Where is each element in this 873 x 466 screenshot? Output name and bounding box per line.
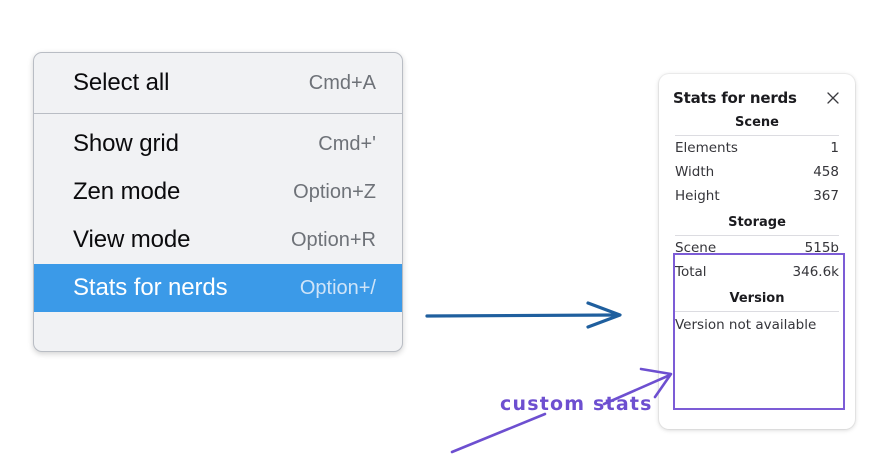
section-heading-version: Version bbox=[729, 291, 785, 306]
menu-item-label: Select all bbox=[73, 69, 170, 96]
stats-for-nerds-panel: Stats for nerds Scene Elements 1 Width 4… bbox=[659, 74, 855, 429]
section-rule bbox=[675, 235, 839, 236]
menu-item-shortcut: Option+R bbox=[290, 228, 376, 251]
stat-key: Height bbox=[675, 188, 720, 204]
stat-value: 515b bbox=[804, 240, 839, 256]
menu-item-zen-mode[interactable]: Zen mode Option+Z bbox=[34, 168, 402, 216]
stat-value: 1 bbox=[830, 140, 839, 156]
menu-item-label: Stats for nerds bbox=[73, 274, 228, 301]
stat-row-height: Height 367 bbox=[673, 184, 841, 208]
stat-key: Width bbox=[675, 164, 715, 180]
menu-item-shortcut: Option+/ bbox=[299, 276, 376, 299]
menu-item-view-mode[interactable]: View mode Option+R bbox=[34, 216, 402, 264]
section-rule bbox=[675, 311, 839, 312]
stats-panel-title: Stats for nerds bbox=[673, 89, 797, 107]
stat-row-storage-scene: Scene 515b bbox=[673, 236, 841, 260]
stat-key: Total bbox=[675, 264, 707, 280]
menu-item-select-all[interactable]: Select all Cmd+A bbox=[34, 59, 402, 107]
menu-item-stats-for-nerds[interactable]: Stats for nerds Option+/ bbox=[34, 264, 402, 312]
section-rule bbox=[675, 135, 839, 136]
menu-separator bbox=[34, 113, 402, 114]
close-icon[interactable] bbox=[825, 90, 841, 106]
blue-arrow bbox=[425, 301, 622, 329]
annotation-label-custom-stats: custom stats bbox=[500, 393, 653, 415]
stat-row-width: Width 458 bbox=[673, 160, 841, 184]
stat-value: 458 bbox=[813, 164, 839, 180]
stat-row-elements: Elements 1 bbox=[673, 136, 841, 160]
menu-item-label: Zen mode bbox=[73, 178, 181, 205]
section-heading-scene: Scene bbox=[735, 115, 779, 130]
purple-underline-stroke bbox=[450, 412, 547, 454]
menu-item-label: Show grid bbox=[73, 130, 179, 157]
stat-row-storage-total: Total 346.6k bbox=[673, 260, 841, 284]
section-heading-storage: Storage bbox=[728, 215, 786, 230]
menu-item-show-grid[interactable]: Show grid Cmd+' bbox=[34, 120, 402, 168]
menu-item-shortcut: Option+Z bbox=[293, 180, 376, 203]
menu-group-1: Select all Cmd+A bbox=[34, 59, 402, 107]
stat-value: 367 bbox=[813, 188, 839, 204]
menu-item-label: View mode bbox=[73, 226, 191, 253]
stat-key: Scene bbox=[675, 240, 717, 256]
version-note: Version not available bbox=[675, 317, 817, 333]
stats-panel-header: Stats for nerds bbox=[673, 74, 841, 108]
menu-item-shortcut: Cmd+A bbox=[308, 71, 376, 94]
stat-key: Elements bbox=[675, 140, 738, 156]
menu-item-shortcut: Cmd+' bbox=[318, 132, 376, 155]
stat-value: 346.6k bbox=[792, 264, 839, 280]
context-menu: Select all Cmd+A Show grid Cmd+' Zen mod… bbox=[33, 52, 403, 352]
menu-group-2: Show grid Cmd+' Zen mode Option+Z View m… bbox=[34, 120, 402, 312]
